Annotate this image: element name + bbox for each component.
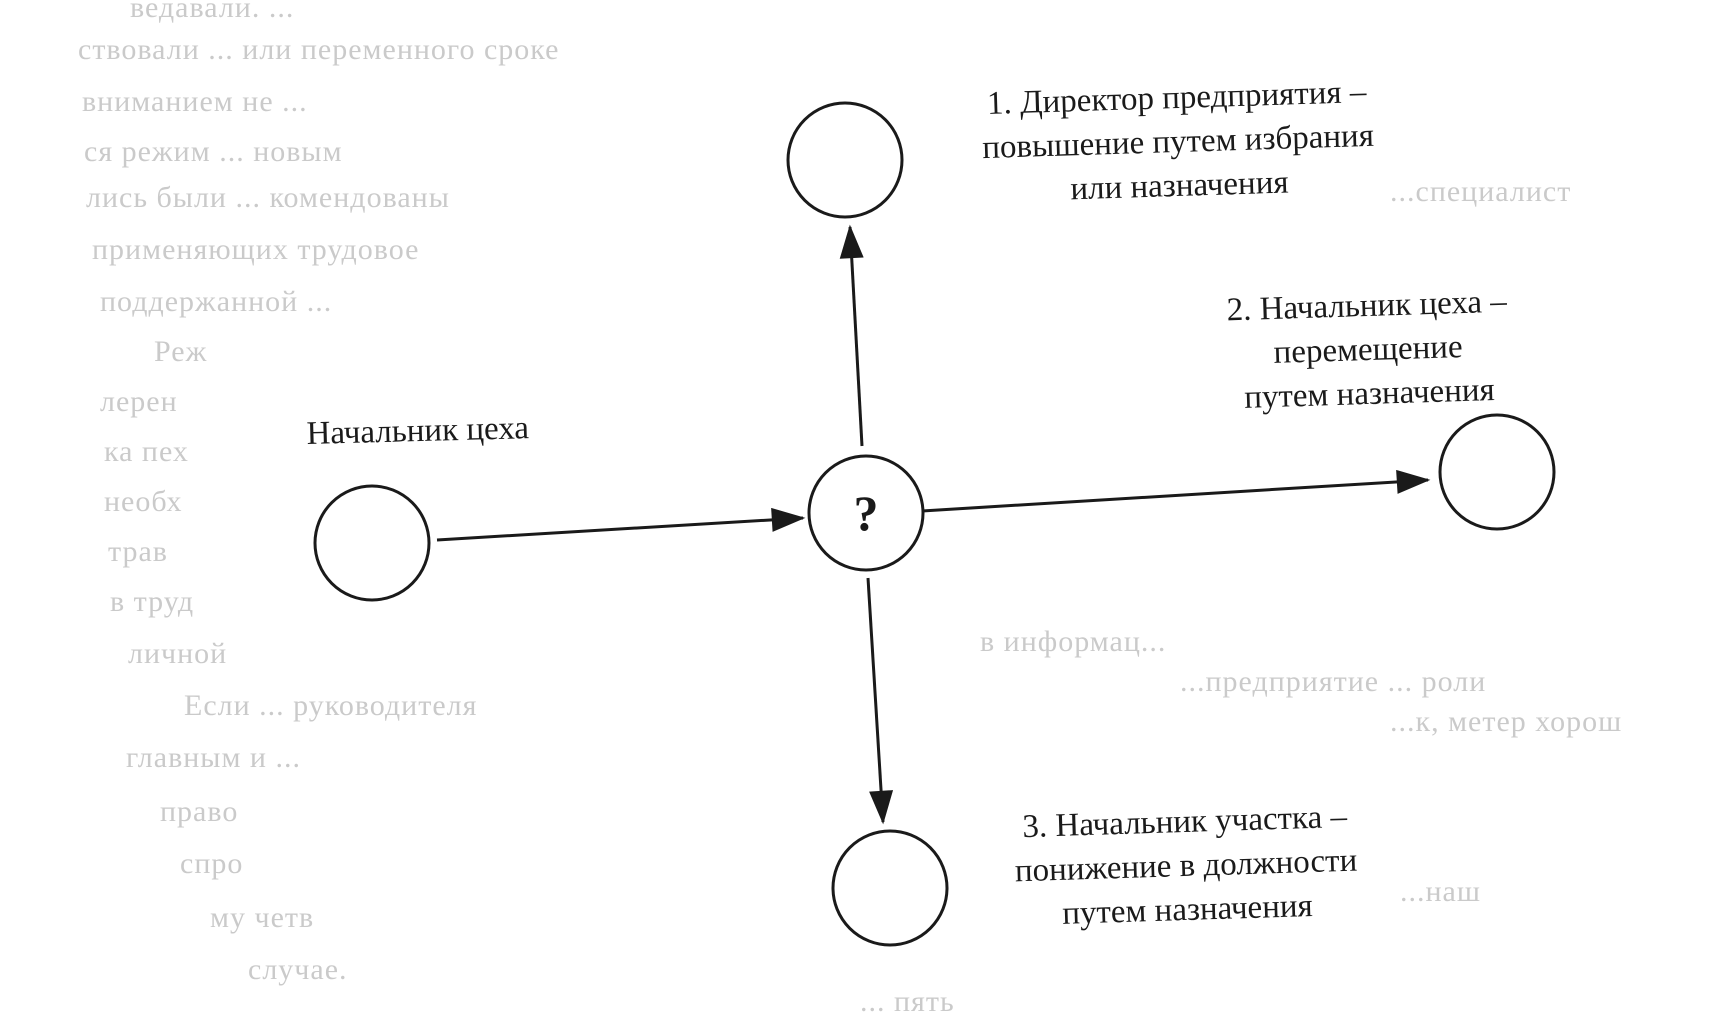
- show-through-text: поддержанной ...: [100, 285, 333, 318]
- show-through-text: главным и ...: [126, 741, 301, 774]
- arrow-center-to-option-2: [921, 469, 1431, 513]
- show-through-text: ...специалист: [1390, 175, 1572, 208]
- option-1-label: 1. Директор предприятия – повышение путе…: [946, 69, 1410, 215]
- show-through-text: лерен: [100, 385, 178, 418]
- decision-symbol: ?: [854, 485, 879, 541]
- start-position-label: Начальник цеха: [306, 410, 530, 452]
- option-1-circle: [786, 101, 904, 219]
- start-position-circle: [313, 484, 431, 602]
- show-through-text: Если ... руководителя: [184, 689, 478, 722]
- show-through-text: му четв: [210, 901, 315, 934]
- arrow-center-to-option-1: [839, 224, 864, 447]
- show-through-text: лись были ... комендованы: [86, 181, 450, 214]
- show-through-text: ...наш: [1400, 875, 1481, 908]
- show-through-text: ...предприятие ... роли: [1180, 665, 1487, 698]
- decision-circle: [807, 454, 925, 572]
- show-through-text: спро: [180, 847, 244, 880]
- option-3-label: 3. Начальник участка – понижение в должн…: [984, 794, 1388, 938]
- show-through-text: личной: [128, 637, 228, 670]
- show-through-text: вниманием не ...: [82, 85, 308, 118]
- show-through-text: ведавали. ...: [130, 0, 295, 24]
- arrow-center-to-option-3: [866, 577, 894, 825]
- option-3-circle: [831, 829, 949, 947]
- show-through-text: Реж: [154, 335, 208, 368]
- option-2-circle: [1438, 413, 1556, 531]
- show-through-text: ствовали ... или переменного сроке: [78, 33, 560, 66]
- show-through-text: применяющих трудовое: [92, 233, 420, 266]
- show-through-text: право: [160, 795, 239, 828]
- show-through-text: случае.: [248, 953, 348, 986]
- option-2-label: 2. Начальник цеха – перемещение путем на…: [1186, 278, 1550, 421]
- show-through-text: в труд: [110, 585, 195, 618]
- show-through-text: ...к, метер хорош: [1390, 705, 1623, 738]
- arrow-start-to-center: [436, 507, 806, 542]
- show-through-text: трав: [108, 535, 168, 568]
- show-through-text: ся режим ... новым: [84, 135, 343, 168]
- show-through-text: в информац...: [980, 625, 1167, 658]
- show-through-text: ... пять: [860, 985, 955, 1018]
- show-through-text: необх: [104, 485, 183, 518]
- show-through-text: ка пех: [104, 435, 189, 468]
